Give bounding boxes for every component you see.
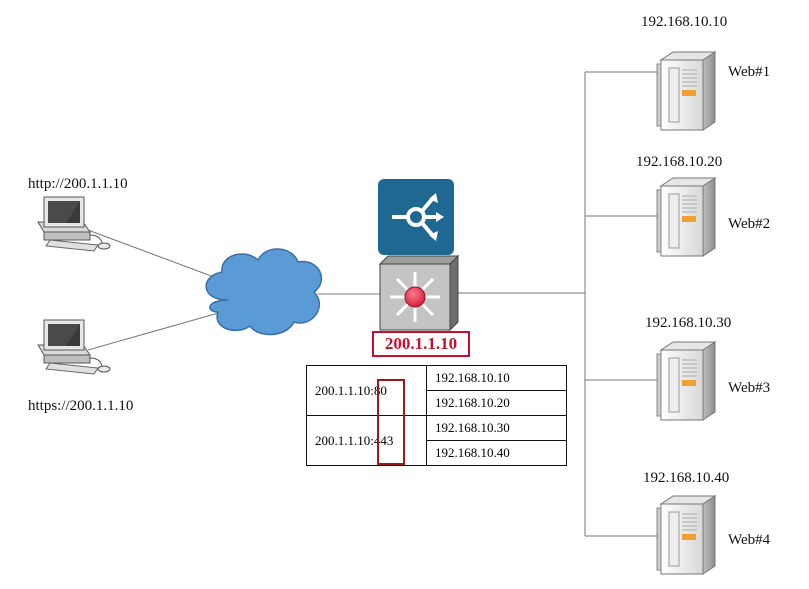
table-row: 192.168.10.40 <box>307 440 567 466</box>
line-client2-cloud <box>87 311 223 351</box>
server-ip-label: 192.168.10.40 <box>643 470 730 486</box>
server-name-label: Web#2 <box>728 216 771 232</box>
server-name-label: Web#1 <box>728 64 771 80</box>
l4-switch-icon <box>378 254 460 332</box>
client-pc-icon <box>37 196 111 252</box>
load-balancer-icon <box>378 179 454 255</box>
port-mapping-table: 200.1.1.10:80 192.168.10.10 192.168.10.2… <box>306 365 567 466</box>
server-ip-label: 192.168.10.20 <box>636 154 723 170</box>
client-http-label: http://200.1.1.10 <box>28 176 128 192</box>
server-name-label: Web#3 <box>728 380 771 396</box>
mapping-target-cell: 192.168.10.10 <box>426 365 567 391</box>
mapping-target-cell: 192.168.10.20 <box>426 390 567 416</box>
line-client1-cloud <box>87 229 223 281</box>
server-icon <box>656 495 717 575</box>
internet-cloud-icon <box>205 248 323 336</box>
mapping-key-cell: 200.1.1.10:80 <box>306 365 427 416</box>
vip-address-label: 200.1.1.10 <box>372 331 470 357</box>
port-highlight-box <box>377 379 405 465</box>
server-icon <box>656 51 717 131</box>
client-https-label: https://200.1.1.10 <box>28 398 134 414</box>
table-row: 200.1.1.10:443 192.168.10.30 <box>306 415 567 466</box>
connection-lines <box>87 71 660 537</box>
mapping-key-cell: 200.1.1.10:443 <box>306 415 427 466</box>
table-row: 200.1.1.10:80 192.168.10.10 <box>306 365 567 416</box>
server-ip-label: 192.168.10.30 <box>645 315 732 331</box>
mapping-target-cell: 192.168.10.40 <box>426 440 567 466</box>
client-pc-icon <box>37 319 111 375</box>
table-row: 192.168.10.20 <box>307 390 567 416</box>
server-name-label: Web#4 <box>728 532 771 548</box>
server-icon <box>656 341 717 421</box>
mapping-target-cell: 192.168.10.30 <box>426 415 567 441</box>
server-icon <box>656 177 717 257</box>
server-ip-label: 192.168.10.10 <box>641 14 728 30</box>
